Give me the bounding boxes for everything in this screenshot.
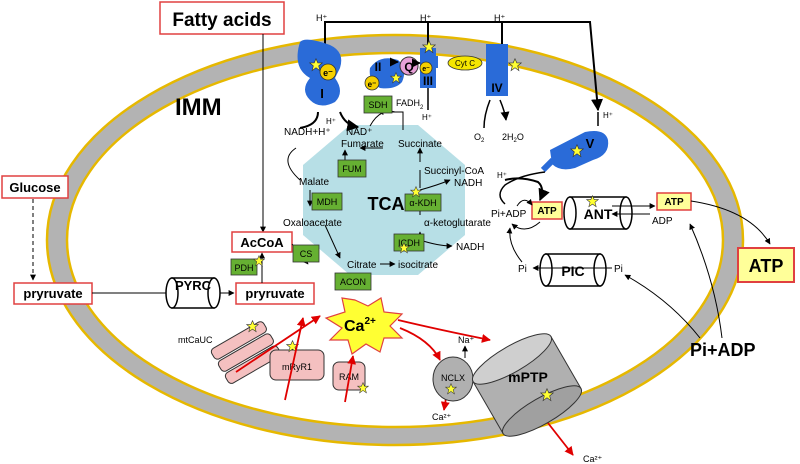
cytc-label: Cyt C: [455, 59, 475, 68]
h-v-out: H⁺: [603, 111, 613, 120]
adp-ims-label: ADP: [652, 216, 673, 227]
h2o-label: 2H2O: [502, 132, 524, 144]
pyruvate-cytosol-label: pryruvate: [23, 286, 82, 301]
mryr1-channel: mRyR1: [269, 349, 325, 381]
mptp-label: mPTP: [508, 369, 548, 385]
enzyme-acon: ACON: [334, 272, 372, 291]
svg-text:SDH: SDH: [368, 100, 387, 110]
atp-matrix-label: ATP: [537, 206, 557, 217]
svg-text:I: I: [320, 86, 324, 101]
h-top-1: H⁺: [316, 13, 327, 23]
svg-text:PIC: PIC: [561, 263, 584, 279]
svg-text:IV: IV: [491, 81, 502, 95]
complex-i: I: [297, 39, 342, 106]
atp-ims-label: ATP: [664, 197, 684, 208]
svg-text:mRyR1: mRyR1: [282, 362, 312, 372]
oxaloacetate-label: Oxaloacetate: [283, 218, 342, 229]
enzyme-sdh: SDH: [363, 95, 393, 114]
svg-text:FUM: FUM: [342, 164, 362, 174]
h-top-2: H⁺: [420, 13, 431, 23]
ca-out-label-1: Ca²⁺: [432, 412, 452, 422]
enzyme-fum: FUM: [337, 159, 367, 178]
pdh-enzyme: [230, 258, 258, 276]
cytochrome-c: [447, 55, 483, 71]
pyruvate-mito-box: [235, 282, 315, 305]
mtcauc-label: mtCaUC: [178, 335, 213, 345]
o2-label: O2: [474, 132, 485, 144]
electron-1: e⁻: [323, 68, 333, 78]
enzyme-icdh: ICDH: [393, 233, 425, 252]
pi-matrix-label: Pi: [518, 264, 527, 275]
nadh-label-1: NADH: [454, 178, 482, 189]
nclx-exchanger: NCLX: [432, 356, 474, 402]
h-below-iii: H⁺: [422, 113, 432, 122]
electron-3: e⁻: [422, 66, 430, 73]
svg-text:ANT: ANT: [584, 206, 613, 222]
citrate-label: Citrate: [347, 260, 377, 271]
fatty-acids-box: [159, 1, 285, 35]
pi-ims-label: Pi: [614, 264, 623, 275]
atp-cytosol-box: [737, 247, 795, 283]
pyrc-transporter: PYRC: [165, 277, 221, 309]
fadh2-label: FADH2: [396, 98, 424, 111]
mptp-pore: [471, 333, 583, 437]
tca-label: TCA: [368, 194, 405, 214]
glucose-box: [1, 175, 69, 199]
nadh-label-2: NADH: [456, 242, 484, 253]
imm-label: IMM: [175, 94, 222, 121]
malate-label: Malate: [299, 177, 329, 188]
svg-text:ACON: ACON: [340, 277, 366, 287]
q-label: Q: [404, 60, 413, 74]
succinyl-coa-label: Succinyl-CoA: [424, 166, 484, 177]
fumarate-label: Fumarate: [341, 139, 384, 150]
svg-text:III: III: [423, 74, 433, 88]
svg-text:CS: CS: [300, 249, 313, 259]
nad-label: NAD⁺: [346, 127, 372, 138]
calcium-label: Ca2+: [344, 316, 376, 335]
enzyme-akdh: α-KDH: [404, 193, 442, 212]
h-top-3: H⁺: [494, 13, 505, 23]
enzyme-mdh: MDH: [311, 192, 343, 211]
atp-cytosol-label: ATP: [749, 256, 784, 276]
complex-iv: IV: [486, 44, 508, 96]
glucose-label: Glucose: [9, 180, 60, 195]
isocitrate-label: isocitrate: [398, 260, 438, 271]
svg-text:NCLX: NCLX: [441, 373, 465, 383]
h-plus-small: H⁺: [326, 117, 336, 126]
nadh-h-label: NADH+H⁺: [284, 127, 331, 138]
fatty-acids-label: Fatty acids: [172, 10, 271, 31]
pyruvate-mito-label: pryruvate: [245, 286, 304, 301]
svg-text:V: V: [586, 136, 595, 151]
enzyme-cs: CS: [292, 244, 320, 263]
svg-text:ICDH: ICDH: [398, 238, 420, 248]
electron-2: e⁻: [368, 80, 377, 89]
pi-adp-cytosol-label: Pi+ADP: [690, 340, 756, 360]
accoa-label: AcCoA: [240, 235, 284, 250]
atp-matrix-box: [531, 201, 563, 220]
pyrc-label: PYRC: [175, 278, 212, 293]
pdh-label: PDH: [234, 263, 253, 273]
h-v-in: H⁺: [497, 171, 507, 180]
succinate-label: Succinate: [398, 139, 442, 150]
pic-transporter: PIC: [539, 253, 607, 287]
calcium-burst: [324, 297, 404, 355]
svg-text:MDH: MDH: [317, 197, 338, 207]
svg-text:II: II: [375, 60, 382, 74]
ant-transporter: ANT: [563, 196, 633, 230]
pi-adp-matrix: Pi+ADP: [491, 209, 527, 220]
accoa-box: [231, 231, 293, 253]
na-label: Na⁺: [458, 335, 475, 345]
akg-label: α-ketoglutarate: [424, 218, 491, 229]
ca-out-label-2: Ca²⁺: [583, 454, 603, 464]
svg-text:α-KDH: α-KDH: [409, 198, 436, 208]
